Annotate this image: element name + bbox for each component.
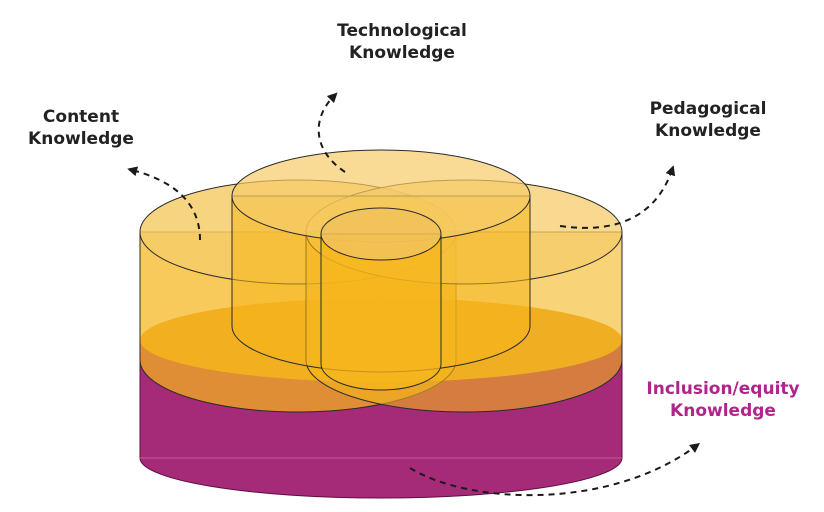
pedagogical-label-line2: Knowledge [655,121,761,141]
technological-arrow [317,92,346,173]
pedagogical-knowledge-label: Pedagogical Knowledge [618,98,798,142]
technological-label-line1: Technological [337,21,467,41]
pedagogical-label-line1: Pedagogical [649,99,767,119]
content-label-line1: Content [42,107,120,127]
content-label-line2: Knowledge [28,129,134,149]
pedagogical-arrow [559,165,676,229]
inclusion-label-line2: Knowledge [670,401,776,421]
inclusion-equity-knowledge-label: Inclusion/equity Knowledge [628,378,818,422]
content-arrow [127,166,201,241]
inclusion-arrow [409,443,701,497]
content-knowledge-label: Content Knowledge [6,106,156,150]
center-overlap-cylinder [320,207,442,391]
inclusion-label-line1: Inclusion/equity [646,379,800,399]
technological-label-line2: Knowledge [349,43,455,63]
technological-knowledge-label: Technological Knowledge [312,20,492,64]
